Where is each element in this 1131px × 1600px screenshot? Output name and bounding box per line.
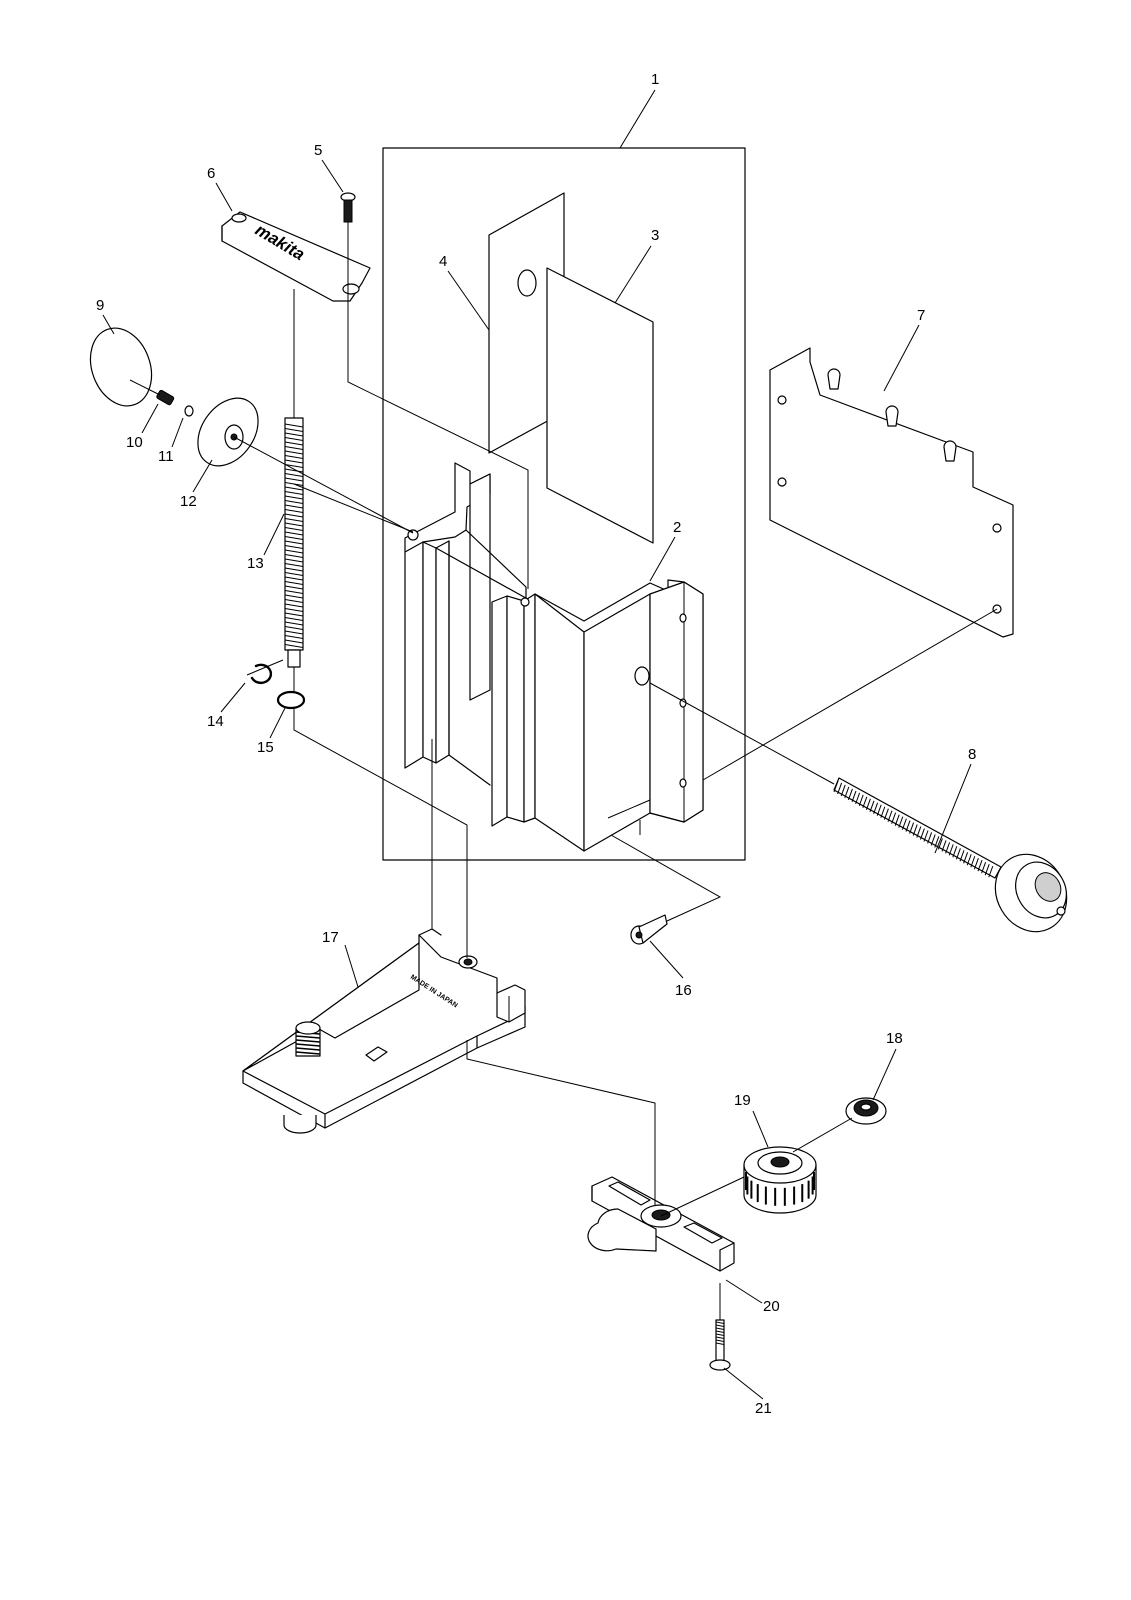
label-10: 10 [126,434,143,451]
label-7: 7 [917,307,925,324]
label-8: 8 [968,746,976,763]
label-14: 14 [207,713,224,730]
part-7-plate [769,347,1014,638]
label-4: 4 [439,253,447,270]
assembly-lines [129,222,998,1320]
base-stud [295,1021,321,1057]
label-19: 19 [734,1092,751,1109]
part-2-column [404,462,704,852]
part-16-hex-screw [630,914,668,945]
label-11: 11 [158,448,174,465]
label-3: 3 [651,227,659,244]
label-20: 20 [763,1298,780,1315]
label-12: 12 [180,493,197,510]
label-17: 17 [322,929,339,946]
label-9: 9 [96,297,104,314]
label-2: 2 [673,519,681,536]
part-9-disc [89,327,153,407]
part-15-washer [276,690,306,710]
part-17-base: MADE IN JAPAN [242,928,526,1134]
part-21-screw [709,1319,731,1371]
leader-lines [102,89,972,1400]
label-6: 6 [207,165,215,182]
label-18: 18 [886,1030,903,1047]
label-21: 21 [755,1400,772,1417]
part-8-threaded-rod [833,777,1068,933]
label-16: 16 [675,982,692,999]
part-12-disc [197,397,259,467]
part-13-lead-screw [284,417,304,668]
part-labels: 1 2 3 4 5 6 7 8 9 10 11 12 13 14 15 16 1… [96,71,976,1417]
part-14-e-ring [250,663,273,685]
part-10-screw [156,389,175,406]
label-1: 1 [651,71,659,88]
part-3-sheet [546,267,654,544]
label-15: 15 [257,739,274,756]
part-20-bracket [587,1176,735,1272]
label-13: 13 [247,555,264,572]
label-5: 5 [314,142,322,159]
part-11-washer [184,405,194,417]
part-19-knob [743,1146,817,1214]
part-18-bearing [845,1097,887,1125]
part-4-sheet [488,192,565,454]
assembly-frame [382,147,746,861]
part-5-screw [340,192,356,223]
